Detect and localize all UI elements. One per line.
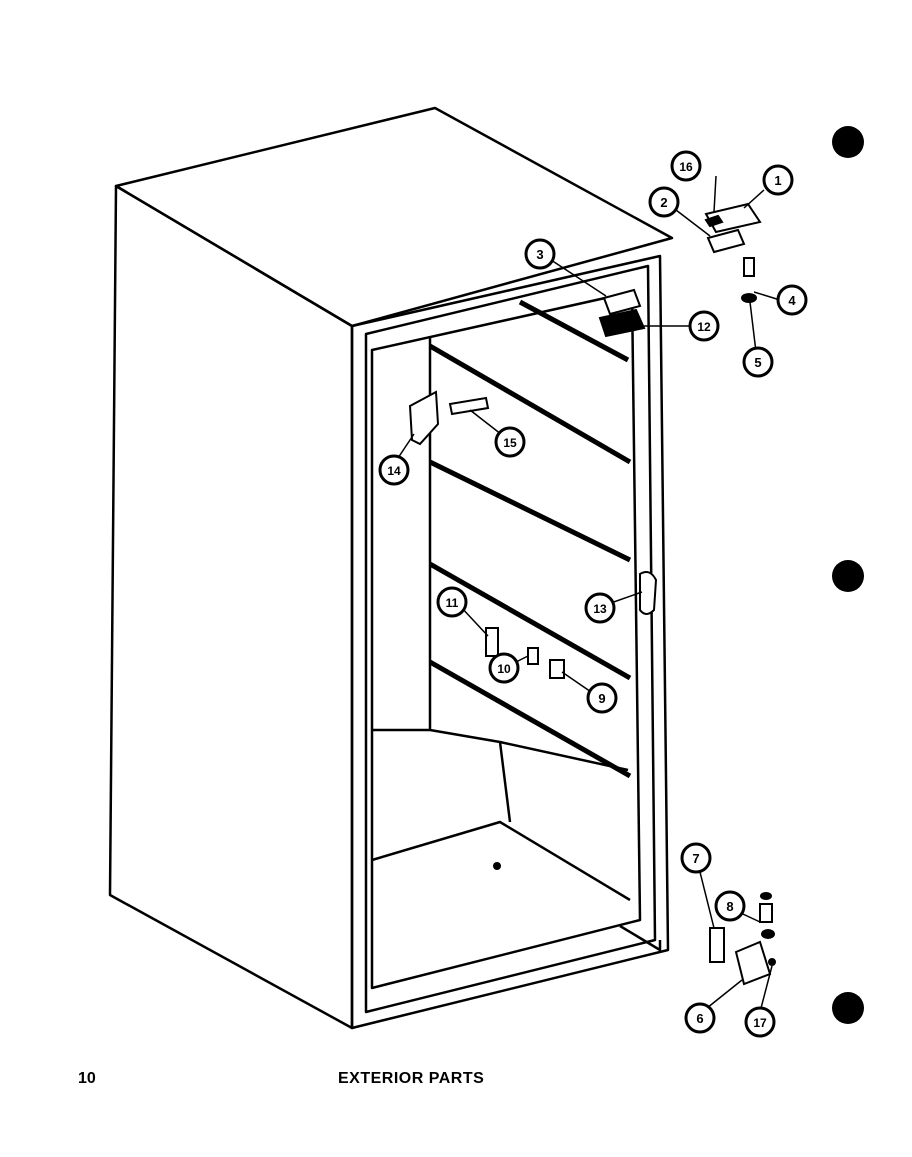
callout-3: 3 — [524, 238, 556, 270]
cabinet-top — [114, 106, 674, 328]
callout-2-label: 2 — [660, 195, 667, 210]
clip — [527, 647, 539, 665]
callout-7-label: 7 — [692, 851, 699, 866]
callout-17: 17 — [744, 1006, 776, 1038]
hinge-cover — [602, 288, 642, 316]
binder-hole-top — [832, 126, 864, 158]
drain-hole — [493, 862, 501, 870]
callout-1: 1 — [762, 164, 794, 196]
bottom-hinge — [734, 940, 772, 986]
shelf-rail-4 — [428, 561, 632, 681]
thermostat-bracket — [408, 390, 440, 446]
hinge-shim — [706, 228, 746, 254]
callout-17-label: 17 — [753, 1016, 767, 1030]
callout-14: 14 — [378, 454, 410, 486]
callout-12: 12 — [688, 310, 720, 342]
liner-bottom — [371, 820, 631, 902]
callout-5-label: 5 — [754, 355, 761, 370]
top-hinge-plate — [598, 308, 646, 338]
callout-15: 15 — [494, 426, 526, 458]
callout-4: 4 — [776, 284, 808, 316]
stop — [549, 659, 565, 679]
hinge-pin-bottom — [759, 903, 773, 923]
callout-6-label: 6 — [696, 1011, 703, 1026]
callout-14-label: 14 — [387, 464, 401, 478]
door-frame-inner — [364, 264, 657, 1014]
shelf-rail-3 — [428, 459, 632, 563]
shelf-rail-2 — [428, 343, 632, 465]
bushing — [760, 892, 772, 900]
callout-9-label: 9 — [598, 691, 605, 706]
callout-4-label: 4 — [788, 293, 796, 308]
callout-13: 13 — [584, 592, 616, 624]
callout-10: 10 — [488, 652, 520, 684]
base-leg — [619, 924, 662, 952]
hardware-parts — [408, 202, 776, 986]
cabinet-outline — [108, 106, 674, 1030]
callout-11: 11 — [436, 586, 468, 618]
shelf-rail-1 — [518, 299, 630, 363]
cabinet-side — [108, 184, 354, 1030]
binder-holes — [832, 126, 864, 1024]
callout-8: 8 — [714, 890, 746, 922]
door-frame-outer — [350, 254, 670, 1030]
washer — [741, 293, 757, 303]
callout-3-label: 3 — [536, 247, 543, 262]
label-plate — [448, 396, 490, 416]
callout-8-label: 8 — [726, 899, 733, 914]
callout-15-label: 15 — [503, 436, 517, 450]
bottom-hinge-shim — [709, 927, 725, 963]
shelf-rails — [428, 299, 632, 779]
screw-17 — [768, 958, 776, 966]
screw-16 — [704, 214, 724, 228]
washer-bottom — [761, 929, 775, 939]
liner-opening — [370, 290, 642, 990]
callout-group: 1 2 3 4 5 6 7 8 9 10 11 12 13 14 15 16 1… — [378, 150, 808, 1038]
binder-hole-middle — [832, 560, 864, 592]
diagram-caption: EXTERIOR PARTS — [338, 1070, 485, 1087]
binder-hole-bottom — [832, 992, 864, 1024]
liner-step — [498, 741, 512, 823]
hinge-pin — [743, 257, 755, 277]
callout-11-label: 11 — [446, 596, 459, 610]
callout-10-label: 10 — [497, 662, 511, 676]
callout-16: 16 — [670, 150, 702, 182]
door-handle — [639, 571, 658, 615]
liner-back — [428, 338, 629, 772]
callout-2: 2 — [648, 186, 680, 218]
callout-16-label: 16 — [679, 160, 693, 174]
page-number: 10 — [78, 1070, 96, 1087]
callout-5: 5 — [742, 346, 774, 378]
callout-13-label: 13 — [593, 602, 607, 616]
callout-9: 9 — [586, 682, 618, 714]
shelf-rail-5 — [428, 659, 632, 779]
leader-lines — [393, 175, 781, 1013]
callout-6: 6 — [684, 1002, 716, 1034]
bracket — [485, 627, 499, 657]
callout-7: 7 — [680, 842, 712, 874]
callout-1-label: 1 — [774, 173, 781, 188]
callout-12-label: 12 — [697, 320, 711, 334]
